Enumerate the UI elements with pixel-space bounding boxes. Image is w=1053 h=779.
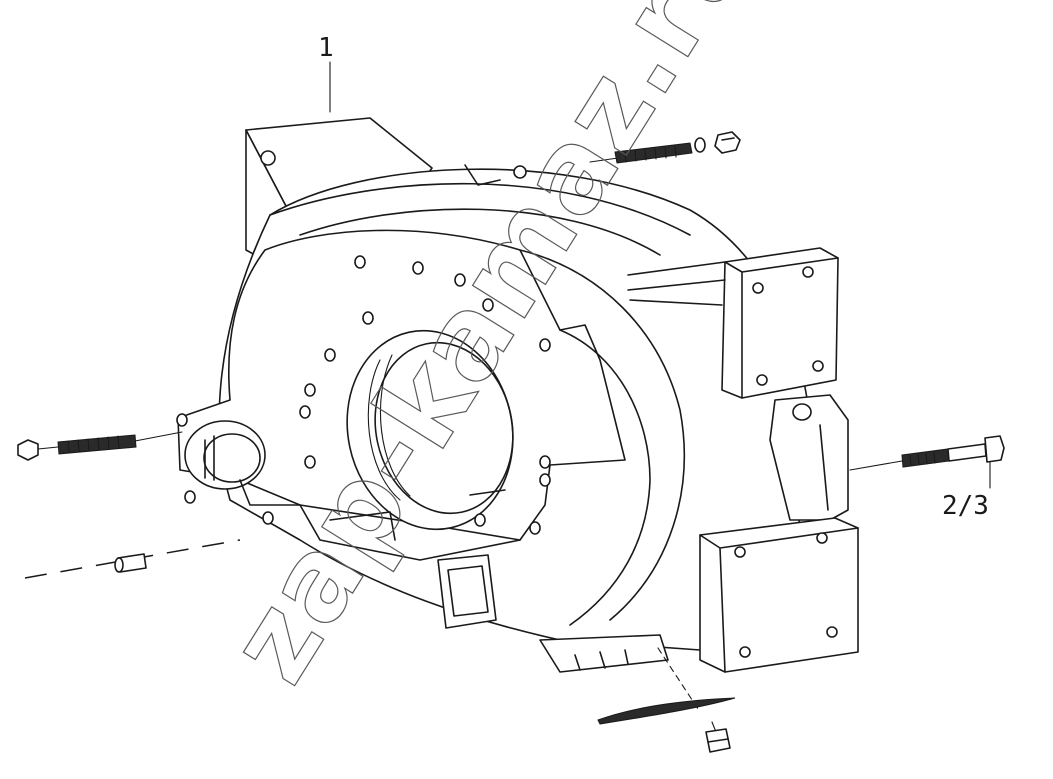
right-upper-mounting-pad (627, 247, 839, 399)
callout-2-3-label: 2/3 (942, 491, 989, 521)
top-stud-and-nut (589, 131, 741, 164)
flange-bolt-holes (176, 255, 551, 535)
callout-1-label: 1 (318, 33, 334, 63)
left-stud-and-nut (17, 431, 183, 461)
right-lower-mounting-pad (699, 394, 859, 673)
inspection-cover (437, 554, 497, 629)
right-bolt (849, 435, 1005, 489)
dowel-pin (24, 539, 241, 579)
bottom-gasket-and-plug (597, 647, 736, 753)
flywheel-housing-body (176, 164, 812, 673)
